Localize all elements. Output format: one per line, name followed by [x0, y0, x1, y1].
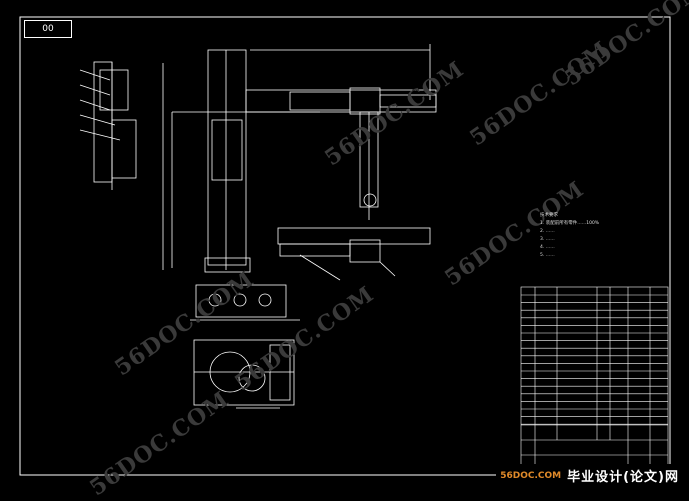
- sheet-code-box: 00: [24, 20, 72, 38]
- parts-list-table: [520, 286, 669, 471]
- technical-notes: 技术要求 1. 装配前所有零件……100% 2. …… 3. …… 4. …… …: [540, 212, 599, 260]
- technical-note-item: 1. 装配前所有零件……100%: [540, 221, 600, 226]
- side-view-assembly: [79, 61, 137, 190]
- technical-notes-heading: 技术要求: [540, 213, 558, 218]
- brand-footer[interactable]: 56DOC.COM 毕业设计(论文)网: [496, 464, 683, 487]
- sheet-border: [19, 16, 671, 476]
- technical-note-item: 2. ……: [540, 229, 555, 234]
- technical-note-item: 5. ……: [540, 253, 555, 258]
- brand-title: 毕业设计(论文)网: [567, 470, 679, 485]
- brand-site-label: 56DOC.COM: [500, 470, 562, 481]
- column-main-view: [162, 44, 437, 273]
- lift-arm: [359, 111, 379, 220]
- technical-note-item: 4. ……: [540, 245, 555, 250]
- lower-arm-assembly: [277, 227, 431, 281]
- technical-note-item: 3. ……: [540, 237, 555, 242]
- base-plan-view: [190, 284, 300, 409]
